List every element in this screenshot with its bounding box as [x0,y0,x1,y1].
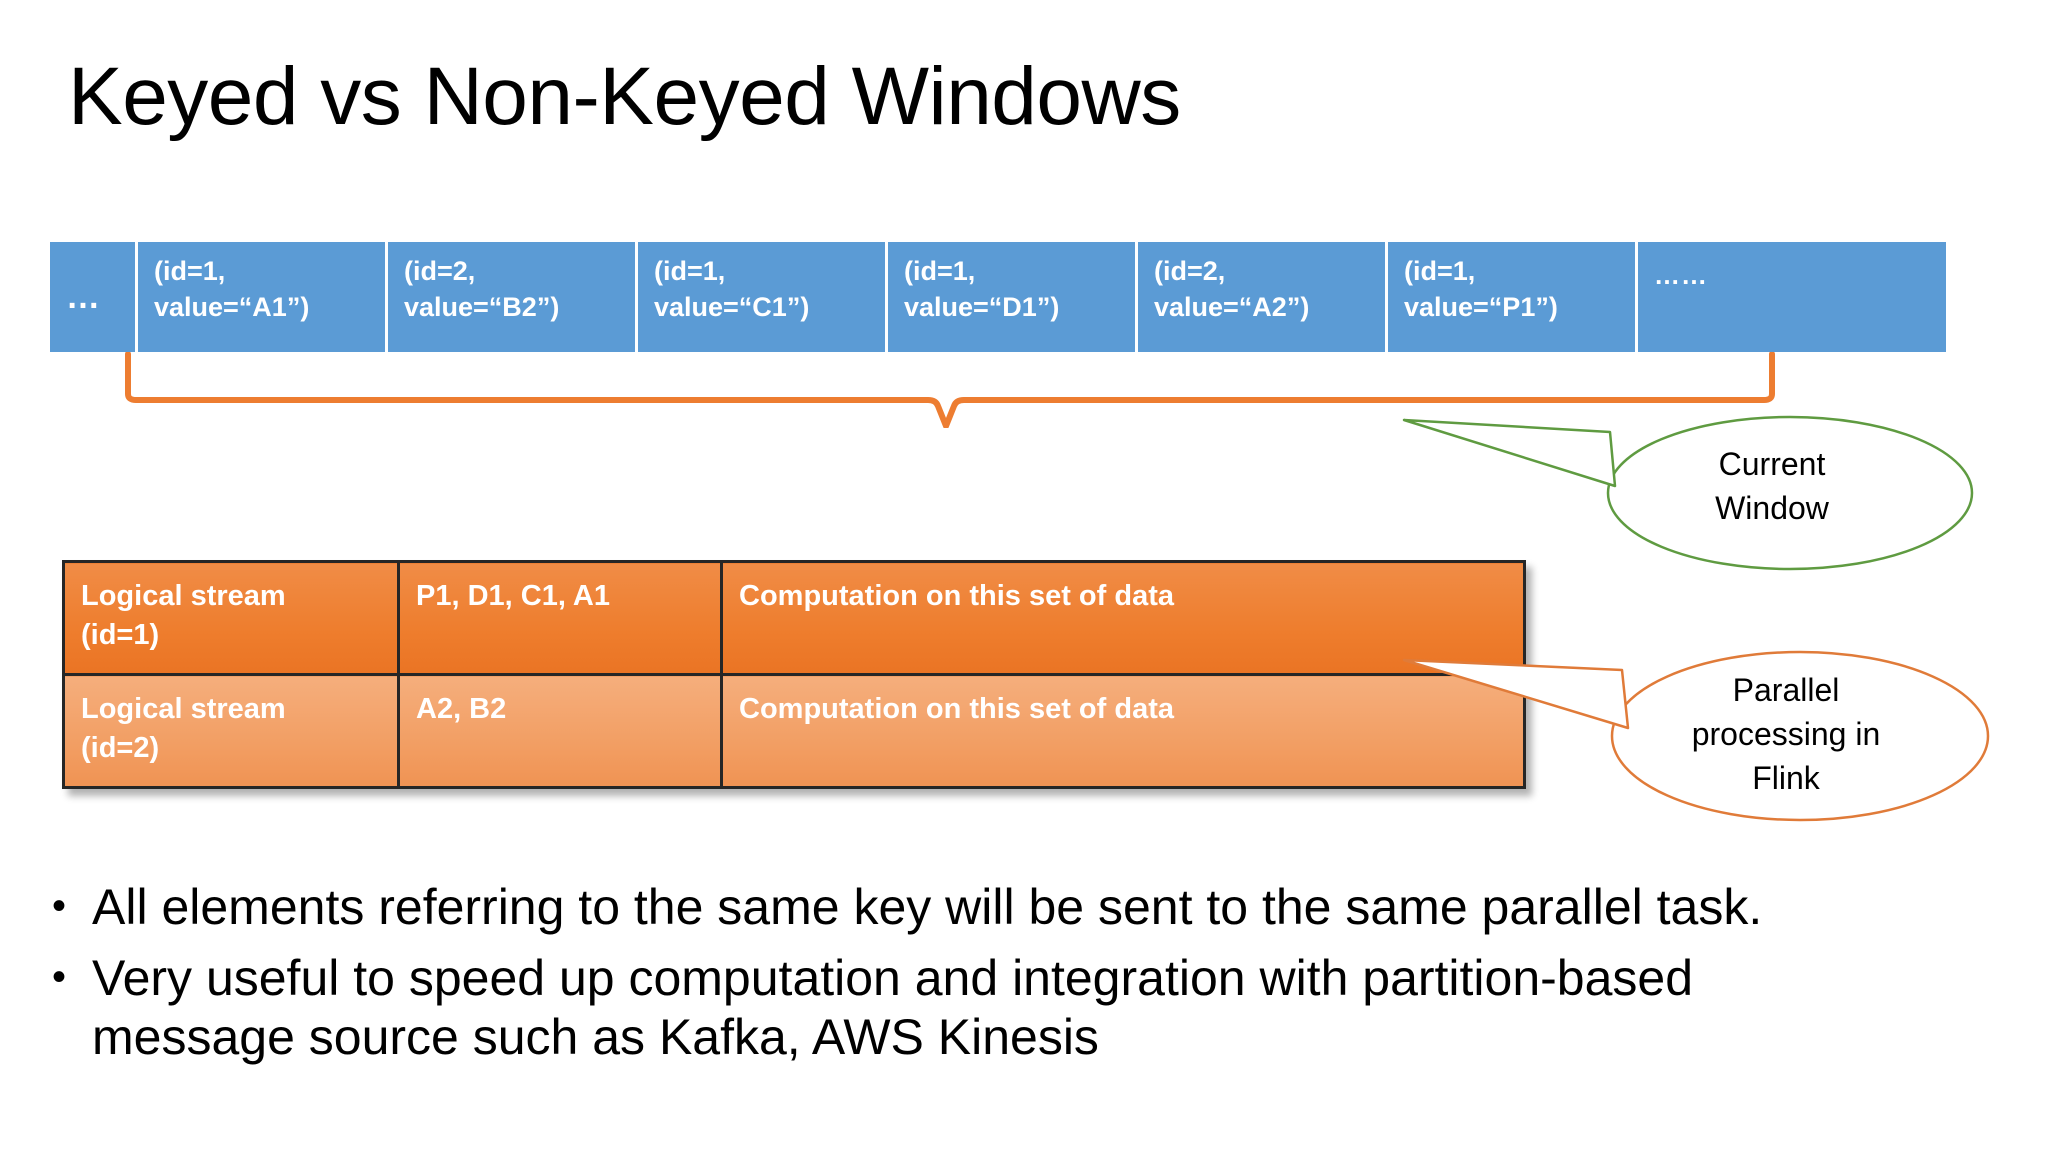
bullet-list: • All elements referring to the same key… [52,878,2012,1079]
bullet-text: All elements referring to the same key w… [92,879,1763,935]
list-item: • All elements referring to the same key… [52,878,2012,937]
stream-cell-event-b2: (id=2, value=“B2”) [388,242,638,352]
callout-parallel-processing-text: Parallel processing in Flink [1691,672,1881,797]
stream-cell-event-a1: (id=1, value=“A1”) [138,242,388,352]
stream-cell-event-p1: (id=1, value=“P1”) [1388,242,1638,352]
table-row: Logical stream (id=1) P1, D1, C1, A1 Com… [62,560,1526,676]
table-cell-stream-label: Logical stream (id=1) [62,560,400,676]
input-event-stream-row: … (id=1, value=“A1”) (id=2, value=“B2”) … [50,242,1946,352]
bullet-marker-icon: • [52,884,67,928]
list-item: • Very useful to speed up computation an… [52,949,2012,1067]
bullet-marker-icon: • [52,955,67,999]
keyed-logical-streams-table: Logical stream (id=1) P1, D1, C1, A1 Com… [62,560,1526,789]
callout-current-window-text: Current Window [1715,446,1829,527]
stream-cell-event-c1: (id=1, value=“C1”) [638,242,888,352]
stream-cell-leading-ellipsis: … [50,242,138,352]
stream-cell-trailing-ellipsis: …… [1638,242,1946,352]
stream-cell-event-a2: (id=2, value=“A2”) [1138,242,1388,352]
table-row: Logical stream (id=2) A2, B2 Computation… [62,673,1526,789]
table-cell-items: A2, B2 [397,673,723,789]
page-title: Keyed vs Non-Keyed Windows [68,51,1181,142]
callout-parallel-processing: Parallel processing in Flink [1400,636,2048,836]
table-cell-computation: Computation on this set of data [720,673,1526,789]
bullet-text: Very useful to speed up computation and … [92,950,1694,1065]
callout-bubble-orange-icon [1402,650,1990,822]
callout-current-window: Current Window [1400,408,2040,578]
stream-cell-event-d1: (id=1, value=“D1”) [888,242,1138,352]
current-window-brace-icon [125,352,1775,428]
callout-bubble-green-icon [1402,415,1974,571]
table-cell-stream-label: Logical stream (id=2) [62,673,400,789]
table-cell-items: P1, D1, C1, A1 [397,560,723,676]
table-cell-computation: Computation on this set of data [720,560,1526,676]
